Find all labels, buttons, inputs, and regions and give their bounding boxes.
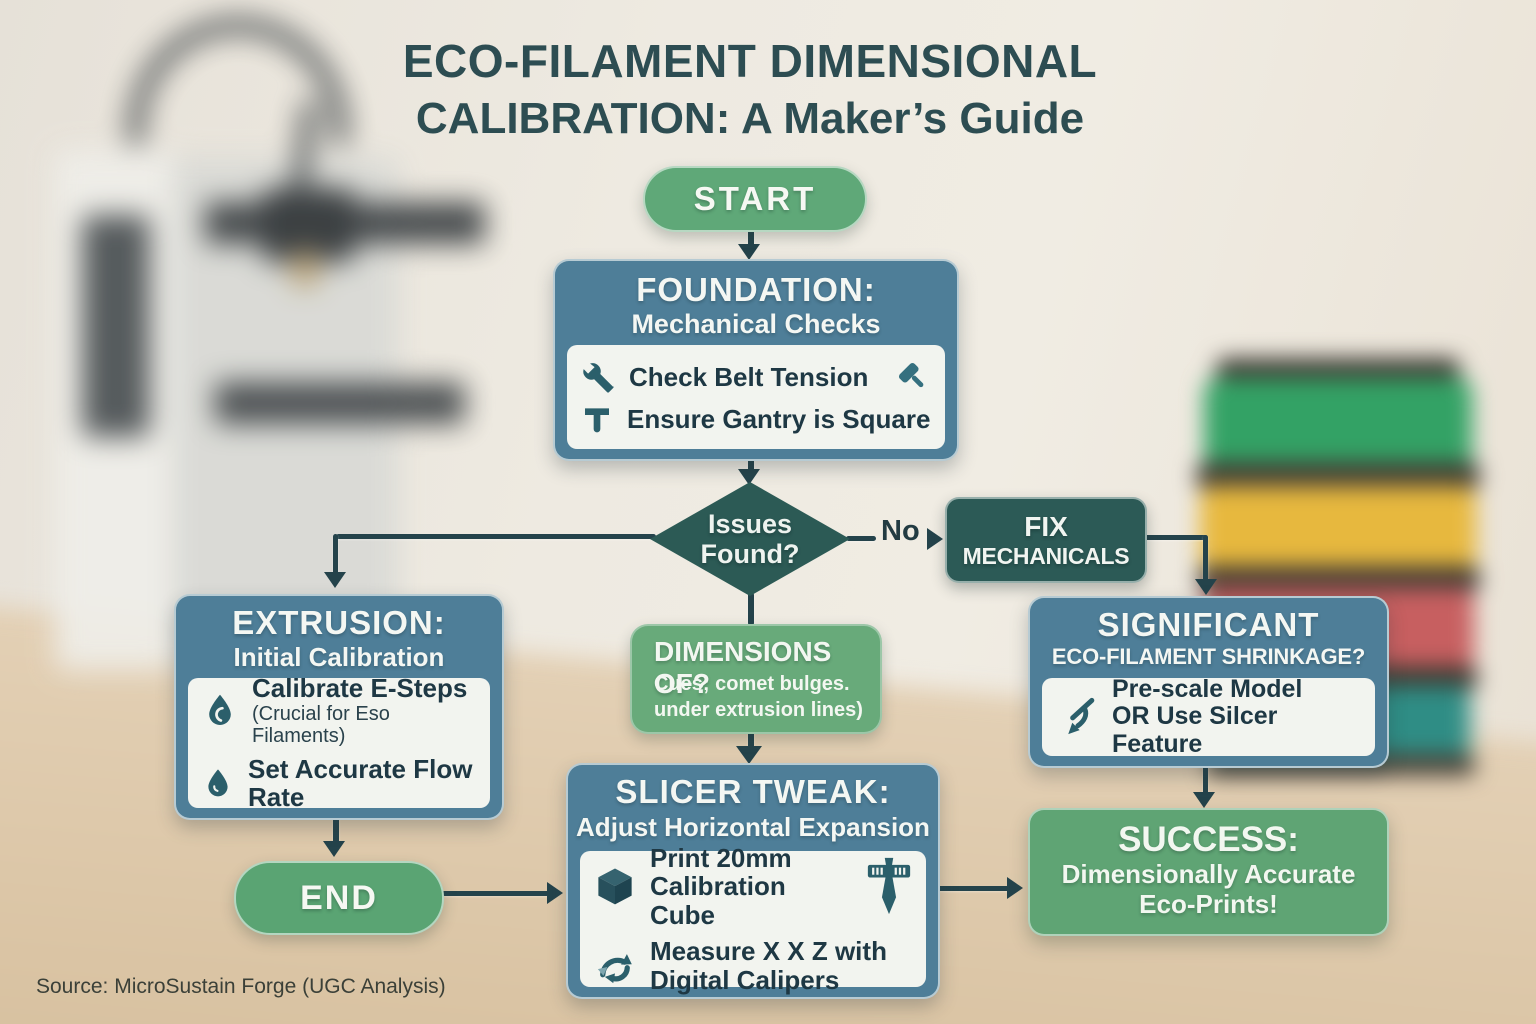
t-square-icon — [581, 403, 613, 435]
dimensions-node: DIMENSIONS OF? Cues; comet bulges. under… — [630, 624, 882, 734]
spool-rim — [1196, 462, 1480, 490]
foundation-item-text: Ensure Gantry is Square — [627, 403, 931, 434]
end-label: END — [300, 878, 378, 917]
extrusion-panel: Calibrate E-Steps (Crucial for Eso Filam… — [188, 674, 490, 812]
cube-icon — [594, 865, 636, 907]
arrowhead-start-foundation — [738, 244, 760, 260]
list-item: Calibrate E-Steps (Crucial for Eso Filam… — [188, 674, 490, 747]
success-node: SUCCESS: Dimensionally Accurate Eco-Prin… — [1028, 808, 1389, 936]
mallet-icon — [895, 359, 931, 395]
arrowhead-extrusion-end — [323, 841, 345, 857]
slicer-item-text2: Calibration Cube — [650, 871, 786, 930]
curved-arrows-icon — [594, 945, 636, 987]
source-caption: Source: MicroSustain Forge (UGC Analysis… — [36, 975, 446, 998]
significant-shrinkage-node: SIGNIFICANT ECO-FILAMENT SHRINKAGE? Pre-… — [1028, 596, 1389, 768]
list-item: Measure X X Z with Digital Calipers — [580, 937, 926, 994]
extrusion-node: EXTRUSION: Initial Calibration Calibrate… — [174, 594, 504, 820]
extrusion-item-note: (Crucial for Eso Filaments) — [252, 702, 390, 747]
significant-subtitle: ECO-FILAMENT SHRINKAGE? — [1051, 644, 1366, 669]
fix-mechanicals-node: FIX MECHANICALS — [945, 497, 1147, 583]
fix-line-2: MECHANICALS — [962, 542, 1130, 569]
printer-photo — [0, 0, 500, 680]
spool-yellow — [1200, 486, 1476, 572]
list-item: Pre-scale Model OR Use Silcer Feature — [1042, 674, 1375, 759]
extrusion-subtitle: Initial Calibration — [233, 642, 445, 672]
connector-fix-significant-v — [1203, 535, 1208, 583]
title-line-1: ECO-FILAMENT DIMENSIONAL — [402, 35, 1098, 87]
foundation-subtitle: Mechanical Checks — [631, 309, 881, 339]
printer-bed — [215, 382, 465, 424]
slicer-title: SLICER TWEAK: — [615, 773, 891, 810]
connector-decision-no — [846, 536, 876, 541]
fix-line-1: FIX — [1024, 510, 1068, 542]
connector-decision-extrusion-v — [333, 534, 338, 578]
foundation-node: FOUNDATION: Mechanical Checks Check Belt… — [553, 259, 959, 461]
significant-item-text: Pre-scale Model — [1112, 674, 1303, 703]
connector-significant-success — [1203, 763, 1208, 797]
prescale-icon — [1056, 696, 1098, 738]
arrowhead-no-fix — [927, 528, 943, 550]
arrowhead-slicer-success — [1007, 877, 1023, 899]
spool-green — [1204, 378, 1472, 470]
slicer-tweak-node: SLICER TWEAK: Adjust Horizontal Expansio… — [566, 763, 940, 999]
connector-dimensions-slicer — [748, 728, 754, 752]
start-node: START — [643, 166, 867, 232]
slicer-panel: Print 20mm Calibration Cube Measure X X … — [580, 843, 926, 994]
extrusion-title: EXTRUSION: — [232, 604, 446, 641]
arrowhead-significant-success — [1193, 792, 1215, 808]
dimensions-title: DIMENSIONS OF? — [654, 636, 832, 699]
dimensions-line-1: Cues; comet bulges. — [654, 673, 850, 695]
success-line-2: Eco-Prints! — [1139, 888, 1278, 919]
significant-item-text2: OR Use Silcer Feature — [1112, 702, 1278, 758]
success-line-1: Dimensionally Accurate — [1061, 859, 1356, 889]
slicer-item-text: Measure X X Z with — [650, 936, 887, 967]
extrusion-item-text2: Rate — [248, 782, 305, 813]
arrowhead-dimensions-slicer — [736, 746, 762, 764]
extrusion-item-text: Set Accurate Flow — [248, 753, 473, 784]
foundation-item-text: Check Belt Tension — [629, 361, 869, 392]
droplet-icon — [202, 767, 234, 799]
spool-rim — [1198, 566, 1480, 592]
success-title: SUCCESS: — [1118, 820, 1299, 859]
printer-printhead — [262, 188, 354, 262]
page-title: ECO-FILAMENT DIMENSIONAL CALIBRATION: A … — [260, 34, 1240, 144]
significant-title: SIGNIFICANT — [1097, 606, 1320, 643]
decision-line-2: Found? — [700, 539, 800, 569]
wrench-icon — [581, 360, 615, 394]
foundation-panel: Check Belt Tension Ensure Gantry is Squa… — [567, 345, 945, 449]
dimensions-line-2: under extrusion lines) — [654, 699, 863, 721]
calipers-icon — [866, 855, 912, 917]
list-item: Print 20mm Calibration Cube — [580, 842, 926, 930]
connector-end-slicer — [442, 891, 552, 896]
arrowhead-foundation-decision — [738, 469, 760, 485]
extrusion-item-text: Calibrate E-Steps — [252, 673, 468, 704]
title-line-2: CALIBRATION: A Maker’s Guide — [415, 94, 1085, 143]
connector-fix-significant-h — [1143, 535, 1208, 540]
droplet-swirl-icon — [202, 692, 238, 728]
connector-start-foundation — [748, 229, 754, 248]
printer-nozzle — [292, 252, 318, 286]
end-node: END — [234, 861, 444, 935]
arrowhead-decision-extrusion — [324, 572, 346, 588]
slicer-item-text: Print 20mm — [650, 842, 792, 873]
connector-decision-dimensions — [748, 592, 754, 626]
list-item: Check Belt Tension — [567, 359, 945, 395]
connector-foundation-decision — [748, 455, 754, 473]
connector-extrusion-end — [333, 815, 339, 847]
connector-slicer-success — [934, 886, 1014, 891]
slicer-subtitle: Adjust Horizontal Expansion — [576, 812, 930, 842]
arrowhead-end-slicer — [547, 882, 563, 904]
significant-panel: Pre-scale Model OR Use Silcer Feature — [1042, 674, 1375, 759]
list-item: Set Accurate Flow Rate — [188, 753, 490, 813]
start-label: START — [693, 180, 817, 217]
decision-line-1: Issues — [707, 508, 793, 539]
list-item: Ensure Gantry is Square — [567, 403, 945, 435]
printer-pillar-window — [82, 215, 150, 437]
connector-decision-extrusion-h — [336, 534, 656, 539]
slicer-item-text2: Digital Calipers — [650, 964, 840, 995]
no-branch-label: No — [881, 515, 920, 547]
arrowhead-fix-significant — [1195, 579, 1217, 595]
foundation-title: FOUNDATION: — [636, 271, 876, 308]
